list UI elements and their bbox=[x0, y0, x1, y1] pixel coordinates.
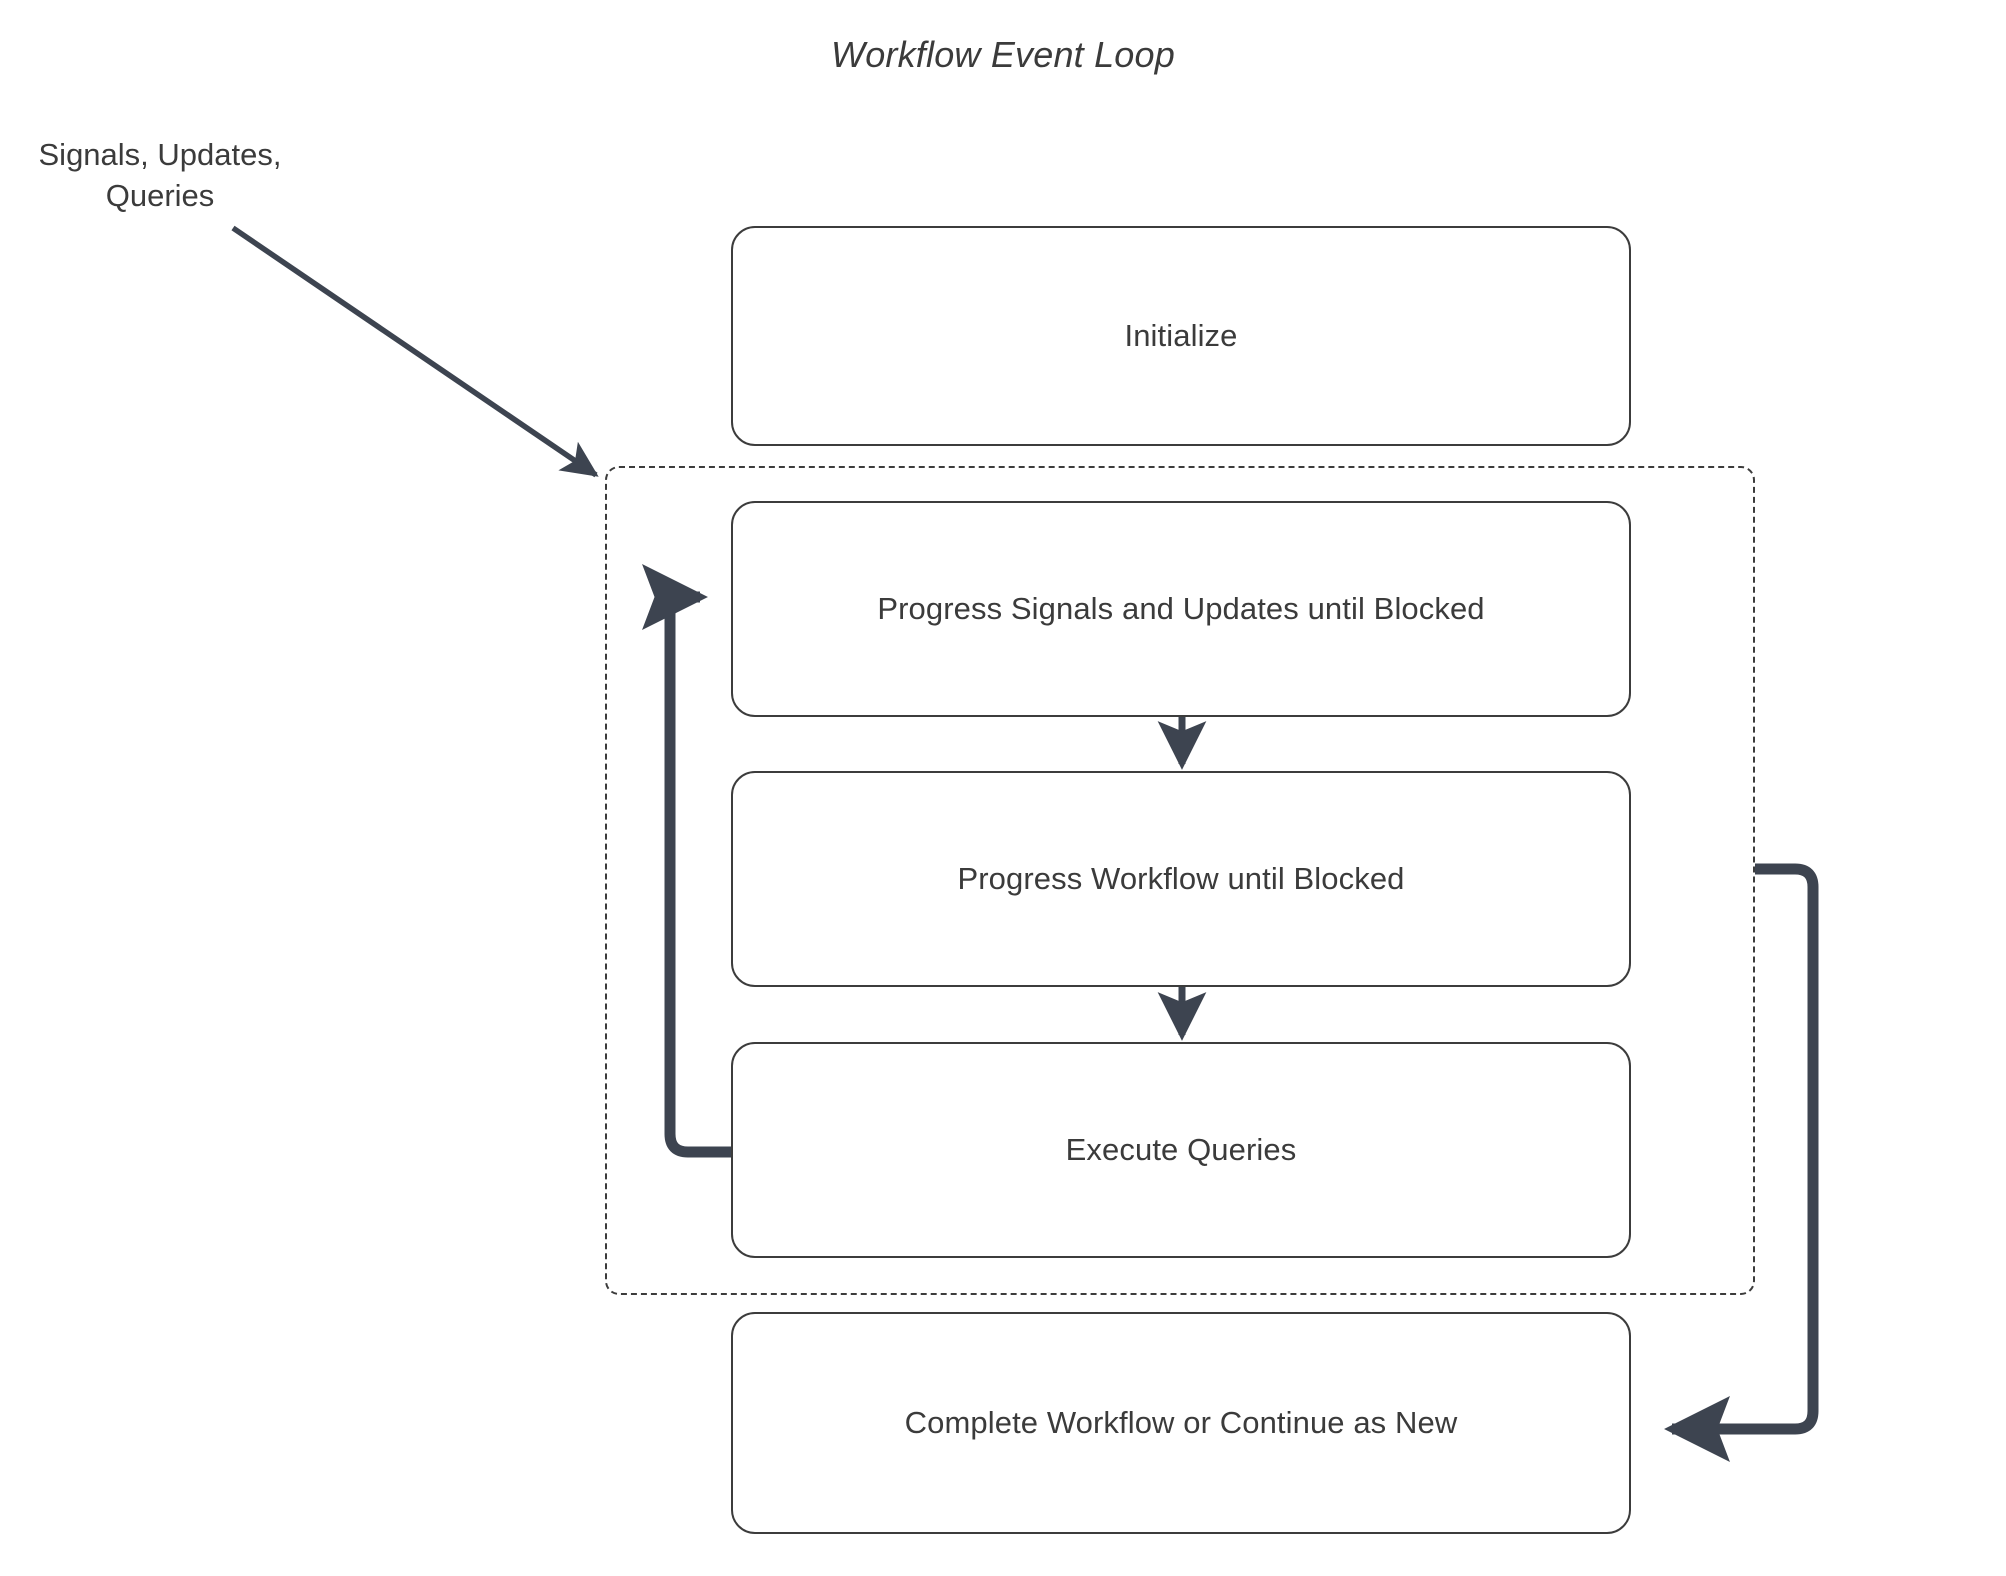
node-initialize-label: Initialize bbox=[1124, 317, 1238, 353]
node-progress-workflow[interactable]: Progress Workflow until Blocked bbox=[731, 771, 1631, 987]
event-loop-group-container bbox=[605, 466, 1755, 1295]
edge-queries-back-to-signals bbox=[642, 564, 731, 1158]
node-progress-signals-updates[interactable]: Progress Signals and Updates until Block… bbox=[731, 501, 1631, 717]
edge-loop-to-complete bbox=[1664, 863, 1819, 1462]
node-progress-workflow-label: Progress Workflow until Blocked bbox=[957, 860, 1405, 896]
edge-external-to-loop bbox=[231, 225, 599, 478]
node-execute-queries[interactable]: Execute Queries bbox=[731, 1042, 1631, 1258]
external-input-label: Signals, Updates, Queries bbox=[38, 137, 282, 213]
node-complete-or-continue-label: Complete Workflow or Continue as New bbox=[904, 1404, 1458, 1440]
node-complete-or-continue[interactable]: Complete Workflow or Continue as New bbox=[731, 1312, 1631, 1534]
node-execute-queries-label: Execute Queries bbox=[1065, 1131, 1297, 1167]
node-initialize[interactable]: Initialize bbox=[731, 226, 1631, 446]
node-progress-signals-updates-label: Progress Signals and Updates until Block… bbox=[877, 590, 1485, 626]
page-title: Workflow Event Loop bbox=[831, 34, 1175, 75]
